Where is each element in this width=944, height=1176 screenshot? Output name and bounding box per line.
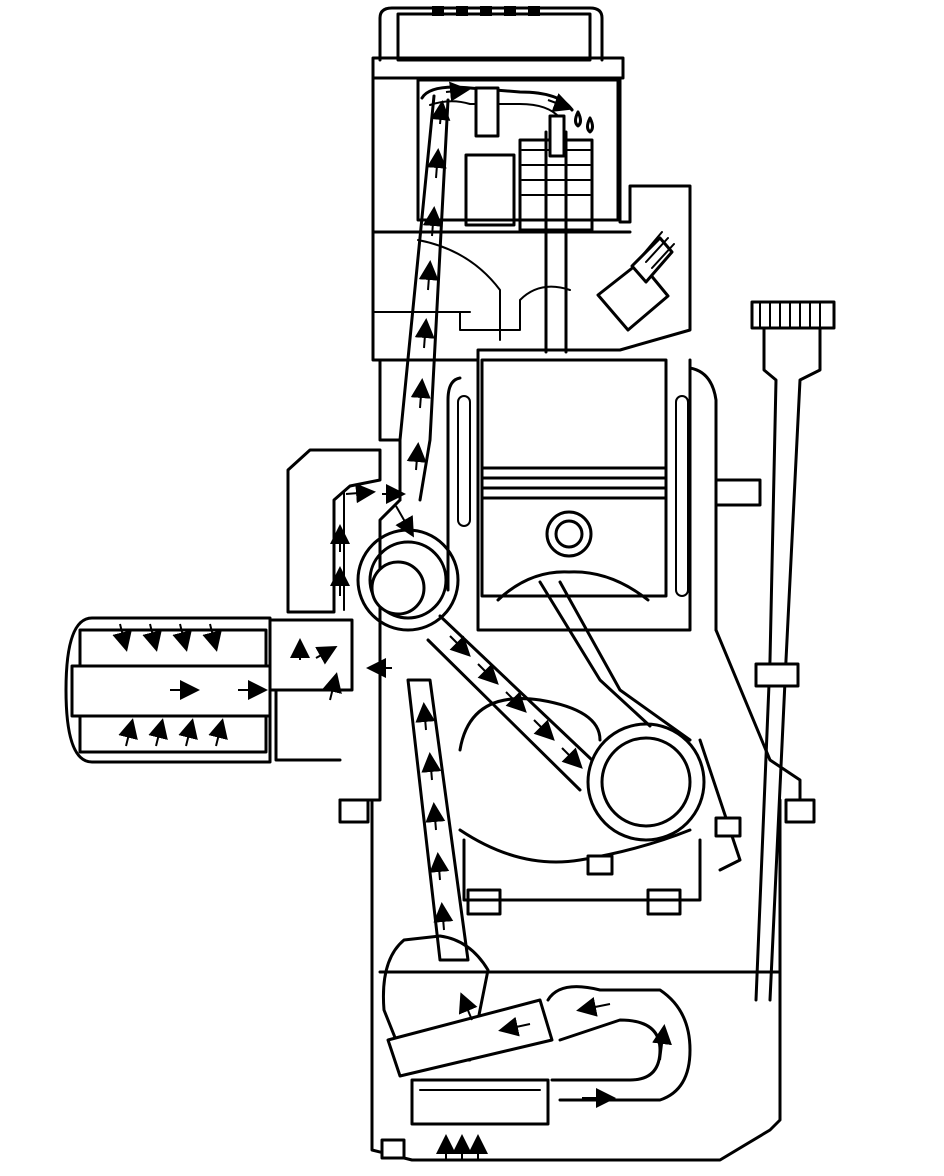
flow-arrow [422,206,443,237]
flow-arrow [421,752,442,781]
flow-arrow [426,148,447,179]
flow-arrow [449,635,471,657]
flow-arrow [345,483,376,504]
flow-arrow [178,718,198,747]
flow-arrow [445,81,470,102]
crankshaft [356,528,742,876]
flow-arrow [652,1024,672,1061]
flow-arrow [533,719,555,741]
flow-arrow [498,1016,531,1037]
flow-arrow [458,992,478,1021]
flow-arrow [112,623,132,652]
spark-plug [596,231,675,332]
crankcase [338,610,816,1162]
dipstick [750,300,836,1002]
flow-arrow [406,442,427,471]
flow-arrow [208,718,228,747]
flow-arrow [505,691,527,713]
flow-arrow [433,902,454,931]
flow-arrow [430,100,451,125]
flow-arrow [148,718,168,747]
oil-filter [64,616,354,764]
flow-arrow [547,93,574,112]
oil-pump [380,934,692,1160]
flow-arrow [410,378,431,409]
oil-gallery [286,94,470,962]
flow-arrow [429,852,450,881]
flow-arrow [315,646,338,665]
flow-arrows [112,81,672,1160]
flow-arrow [561,747,583,769]
flow-arrow [395,505,414,538]
cylinder-head [371,76,692,362]
flow-arrow [418,260,439,291]
cylinder-block [378,358,762,632]
flow-arrow [118,718,138,747]
flow-arrow [415,702,436,731]
flow-arrow [322,672,342,701]
flow-arrow [576,997,611,1017]
flow-arrow [477,663,499,685]
flow-arrow [414,318,435,349]
flow-arrow [142,623,162,652]
rocker-cover [371,6,625,80]
flow-arrow [425,802,446,831]
flow-arrow [172,623,192,652]
flow-arrow [202,623,222,652]
